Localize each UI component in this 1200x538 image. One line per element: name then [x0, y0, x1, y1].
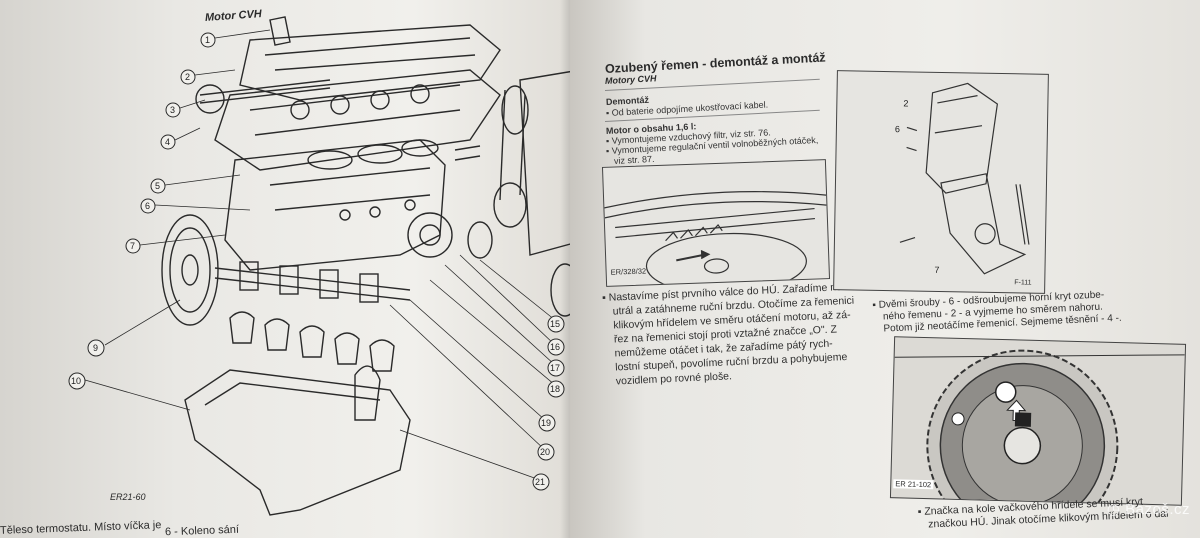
callout-1: 1 [205, 35, 210, 45]
bullet-valve-line2: viz str. 87. [613, 153, 655, 166]
footer-text-col2: 6 - Koleno sání [164, 523, 240, 538]
callout-19: 19 [541, 418, 551, 428]
instruction-tdc-paragraph: ▪ Nastavíme píst prvního válce do HÚ. Za… [602, 280, 858, 389]
callout-21: 21 [535, 477, 545, 487]
callout-20: 20 [540, 447, 550, 457]
figure-camshaft-sprocket: ER 21-102 [889, 336, 1187, 506]
figure-pulley-mark: ER/328/32 [601, 159, 831, 287]
callout-9: 9 [93, 343, 98, 353]
figure-code-2: F-111 [1014, 279, 1032, 287]
callout-15: 15 [550, 319, 560, 329]
callout-16: 16 [550, 342, 560, 352]
sprocket-illustration [894, 349, 1185, 506]
callout-7: 7 [130, 241, 135, 251]
figure-code-left: ER21-60 [110, 492, 146, 502]
figure-code-3: ER 21-102 [893, 479, 934, 490]
fig2-label-7: 7 [934, 265, 939, 275]
callout-17: 17 [550, 363, 560, 373]
figure-belt-cover: 2 6 7 F-111 [833, 70, 1049, 294]
fig2-label-2: 2 [903, 98, 908, 108]
watermark-text: Bazoš.cz [1125, 501, 1190, 518]
figure-code-1: ER/328/32 [610, 266, 647, 277]
fig2-label-6: 6 [895, 124, 900, 134]
watermark: ◷ Bazoš.cz [1107, 500, 1190, 518]
engine-exploded-diagram: 1 2 3 4 5 6 7 9 10 15 16 17 18 19 20 21 [68, 16, 586, 516]
watermark-clock-icon: ◷ [1106, 501, 1126, 518]
callout-5: 5 [155, 181, 160, 191]
callout-4: 4 [165, 137, 170, 147]
callout-6: 6 [145, 201, 150, 211]
left-page: 1 2 3 4 5 6 7 9 10 15 16 17 18 19 20 21 … [0, 0, 590, 538]
callout-18: 18 [550, 384, 560, 394]
pulley-illustration [604, 191, 827, 287]
callout-10: 10 [71, 376, 81, 386]
callout-2: 2 [185, 72, 190, 82]
callout-3: 3 [170, 105, 175, 115]
belt-cover-illustration: 2 6 7 [895, 82, 1030, 275]
